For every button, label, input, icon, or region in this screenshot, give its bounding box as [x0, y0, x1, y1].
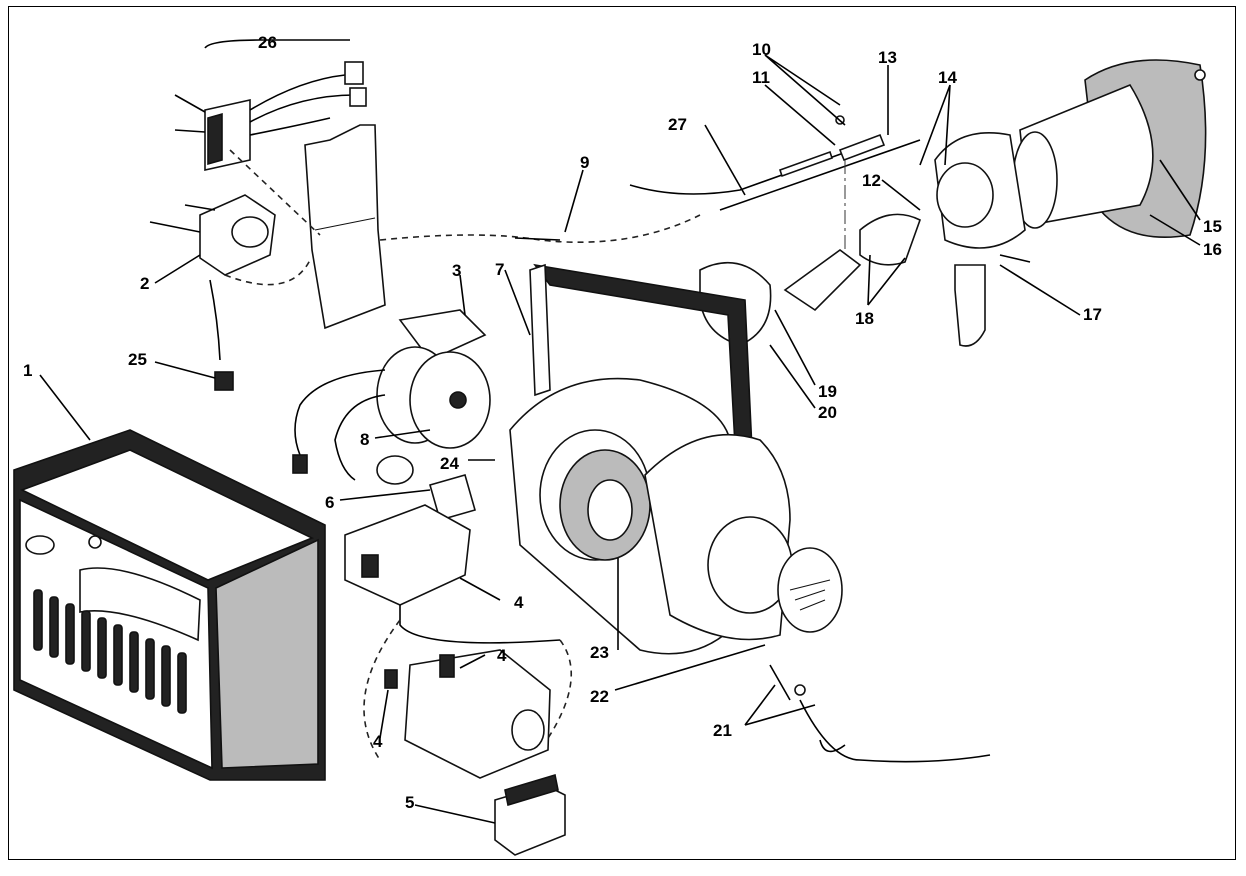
- callout-labels: 1 2 3 4 4 4 5 6 7 8 9 10 11 12 13 14 15 …: [23, 33, 1222, 812]
- callout-6: 6: [325, 493, 334, 512]
- part-relay: [149, 194, 311, 361]
- part-transformer-inset: [384, 649, 566, 856]
- callout-17: 17: [1083, 305, 1102, 324]
- callout-4: 4: [514, 593, 524, 612]
- callout-11: 11: [752, 68, 770, 87]
- callout-1: 1: [23, 361, 32, 380]
- callout-15: 15: [1203, 217, 1222, 236]
- callout-19: 19: [818, 382, 837, 401]
- callout-5: 5: [405, 793, 414, 812]
- callout-4: 4: [497, 646, 507, 665]
- callout-23: 23: [590, 643, 609, 662]
- part-cable: [379, 214, 701, 244]
- part-mounting-plate: [229, 124, 386, 330]
- callout-2: 2: [140, 274, 149, 293]
- callout-7: 7: [495, 260, 504, 279]
- callout-20: 20: [818, 403, 837, 422]
- callout-9: 9: [580, 153, 589, 172]
- part-blast-tube: [934, 59, 1207, 347]
- callout-4: 4: [373, 732, 383, 751]
- part-electrodes: [629, 115, 921, 211]
- part-terminal-strip: [174, 61, 367, 171]
- leader-lines: [39, 39, 1201, 824]
- part-ignition-transformer: [344, 504, 572, 761]
- part-cover: [13, 429, 326, 781]
- callout-18: 18: [855, 309, 874, 328]
- callout-22: 22: [590, 687, 609, 706]
- callout-27: 27: [668, 115, 687, 134]
- callout-10: 10: [752, 40, 771, 59]
- callout-21: 21: [713, 721, 732, 740]
- part-connector: [214, 371, 234, 391]
- callout-3: 3: [452, 261, 461, 280]
- callout-16: 16: [1203, 240, 1222, 259]
- callout-14: 14: [938, 68, 957, 87]
- callout-12: 12: [862, 171, 881, 190]
- part-hose: [769, 664, 991, 763]
- callout-13: 13: [878, 48, 897, 67]
- callout-26: 26: [258, 33, 277, 52]
- part-motor: [292, 309, 491, 521]
- callout-8: 8: [360, 430, 369, 449]
- callout-25: 25: [128, 350, 147, 369]
- diagram-frame: [8, 6, 1236, 860]
- callout-24: 24: [440, 454, 459, 473]
- part-housing: [509, 263, 843, 655]
